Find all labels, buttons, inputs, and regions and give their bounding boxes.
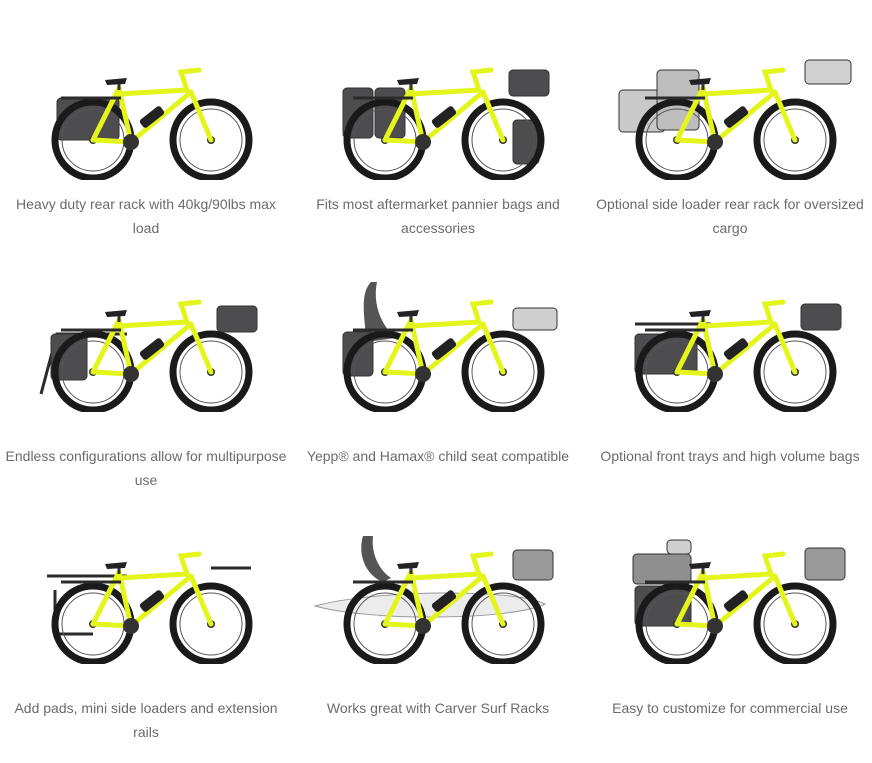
feature-card: Optional front trays and high volume bag… xyxy=(584,282,872,468)
feature-caption: Optional side loader rear rack for overs… xyxy=(596,196,864,236)
feature-card: Works great with Carver Surf Racks xyxy=(292,534,584,720)
child-seat xyxy=(361,536,391,582)
bike-illustration xyxy=(635,67,837,180)
bike-frame xyxy=(61,299,214,382)
front-wheel xyxy=(753,582,837,664)
feature-caption: Optional front trays and high volume bag… xyxy=(600,448,860,464)
bike-illustration xyxy=(343,299,545,412)
bike-image xyxy=(342,282,558,412)
bike-frame xyxy=(61,551,214,634)
bike-frame xyxy=(645,551,798,634)
bike-image xyxy=(47,551,253,664)
feature-card: Easy to customize for commercial use xyxy=(584,534,872,720)
bike-frame xyxy=(645,67,798,150)
front-bag xyxy=(800,303,842,331)
pizza-box xyxy=(666,539,692,555)
feature-caption: Works great with Carver Surf Racks xyxy=(326,700,550,716)
bike-illustration xyxy=(635,299,837,412)
feature-card: Optional side loader rear rack for overs… xyxy=(584,50,872,240)
front-crate xyxy=(512,307,558,331)
side-loader-pannier-accessory xyxy=(39,305,258,395)
front-wheel xyxy=(169,582,253,664)
feature-card: Yepp® and Hamax® child seat compatible xyxy=(292,282,584,468)
bike-frame xyxy=(61,67,214,150)
bike-image xyxy=(634,299,842,412)
front-bag xyxy=(508,69,550,97)
feature-caption: Fits most aftermarket pannier bags and a… xyxy=(316,196,560,236)
front-cooler xyxy=(512,549,554,581)
front-wheel xyxy=(753,330,837,412)
bike-frame xyxy=(645,299,798,382)
feature-caption: Yepp® and Hamax® child seat compatible xyxy=(306,448,570,464)
feature-caption: Easy to customize for commercial use xyxy=(612,700,848,716)
bike-frame xyxy=(353,551,506,634)
bike-illustration xyxy=(51,67,253,180)
delivery-box xyxy=(632,553,692,585)
bike-image xyxy=(313,536,554,664)
feature-card: Heavy duty rear rack with 40kg/90lbs max… xyxy=(0,50,292,240)
feature-card: Fits most aftermarket pannier bags and a… xyxy=(292,50,584,240)
child-seat-accessory xyxy=(342,282,558,377)
feature-caption: Endless configurations allow for multipu… xyxy=(5,448,287,488)
front-bag xyxy=(216,305,258,333)
surfboard-accessory xyxy=(313,536,554,618)
feature-card: Endless configurations allow for multipu… xyxy=(0,282,292,492)
front-box xyxy=(804,59,852,85)
bike-illustration xyxy=(343,67,545,180)
bike-image xyxy=(51,67,253,180)
front-box xyxy=(804,547,846,581)
feature-caption: Add pads, mini side loaders and extensio… xyxy=(14,700,278,740)
bike-illustration xyxy=(51,299,253,412)
bike-image xyxy=(618,59,852,180)
bike-illustration xyxy=(635,551,837,664)
bike-image xyxy=(39,299,258,412)
bike-frame xyxy=(353,67,506,150)
pannier-bag xyxy=(50,333,88,381)
bike-illustration xyxy=(343,551,545,664)
child-seat xyxy=(363,282,395,342)
bike-frame xyxy=(353,299,506,382)
delivery-boxes-accessory xyxy=(632,539,846,627)
bike-illustration xyxy=(51,551,253,664)
feature-caption: Heavy duty rear rack with 40kg/90lbs max… xyxy=(16,196,276,236)
front-wheel xyxy=(753,98,837,180)
bike-image xyxy=(342,67,550,180)
feature-card: Add pads, mini side loaders and extensio… xyxy=(0,534,292,744)
bike-image xyxy=(632,539,846,664)
